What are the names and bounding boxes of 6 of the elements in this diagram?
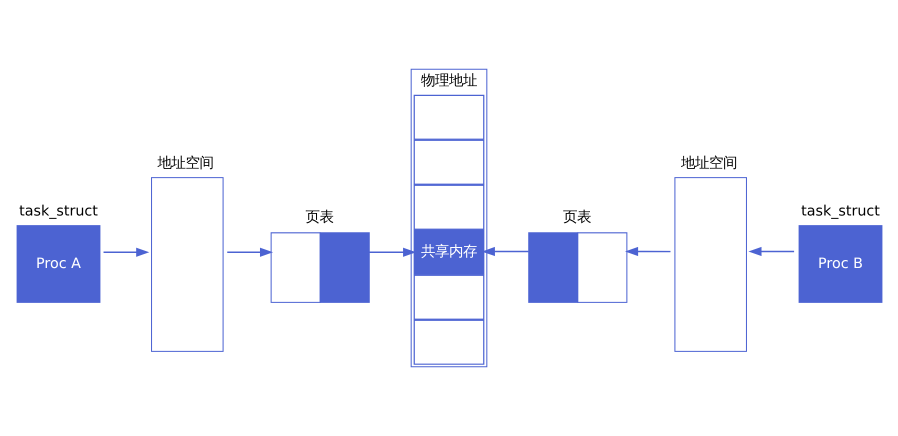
node-label: 页表 — [305, 209, 334, 226]
node-label: task_struct — [19, 204, 98, 220]
node-label: 地址空间 — [681, 156, 738, 172]
node-label: 地址空间 — [158, 156, 214, 172]
node-label: task_struct — [801, 204, 880, 220]
node-label: 页表 — [562, 209, 591, 226]
